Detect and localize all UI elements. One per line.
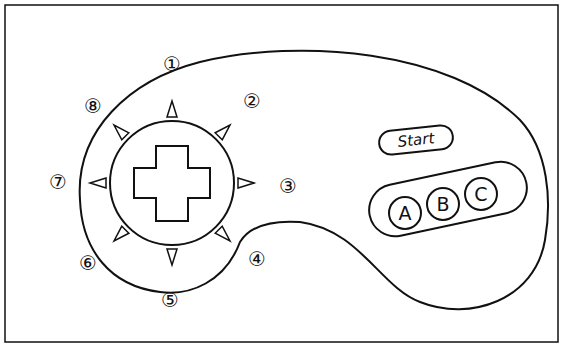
button-capsule (364, 157, 531, 241)
direction-triangle (114, 226, 129, 241)
callout-number: ⑧ (84, 96, 102, 116)
dpad-ring (110, 121, 234, 245)
direction-triangle (167, 249, 177, 265)
callout-number: ③ (279, 176, 297, 196)
callout-number: ① (163, 54, 181, 74)
button-label: C (474, 185, 487, 204)
controller-outline (80, 51, 548, 309)
c-button: C (464, 177, 498, 211)
dpad-cross (134, 146, 210, 221)
direction-triangle (167, 101, 177, 117)
callout-number: ④ (248, 249, 266, 269)
button-label: Start (397, 131, 435, 150)
b-button: B (426, 187, 460, 221)
direction-triangle (114, 125, 129, 140)
callout-number: ⑥ (79, 253, 97, 273)
button-label: A (399, 204, 412, 223)
a-button: A (388, 196, 422, 230)
direction-markers (90, 101, 254, 265)
direction-triangle (215, 125, 230, 140)
callout-number: ⑦ (49, 172, 67, 192)
button-label: B (436, 195, 449, 214)
direction-triangle (90, 178, 106, 188)
callout-number: ② (243, 91, 261, 111)
direction-triangle (238, 178, 254, 188)
direction-triangle (215, 226, 230, 241)
callout-number: ⑤ (161, 290, 179, 310)
frame (5, 5, 558, 342)
